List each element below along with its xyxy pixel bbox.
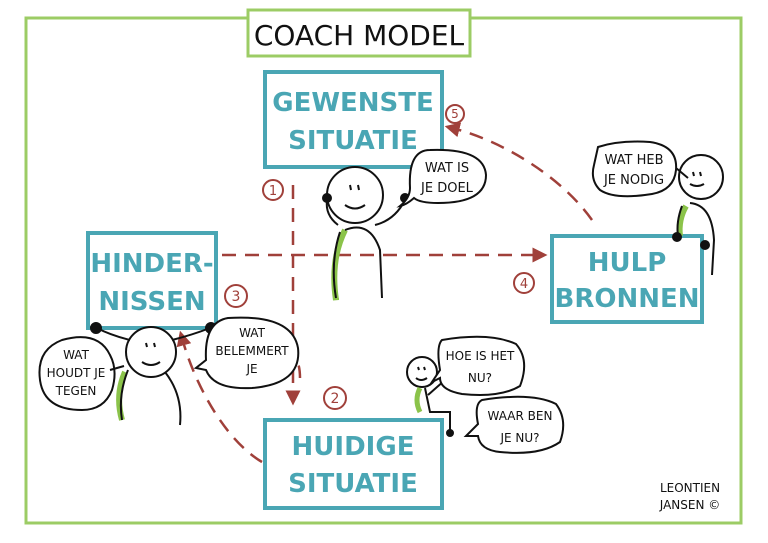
figure-center xyxy=(322,166,410,301)
step-1-marker: 1 xyxy=(262,179,284,201)
svg-text:JANSEN ©: JANSEN © xyxy=(659,498,721,512)
title-tab: COACH MODEL xyxy=(246,8,472,58)
bubble-wat-is-je-doel: WAT IS JE DOEL xyxy=(396,148,488,208)
box-huidige-situatie: HUIDIGE SITUATIE xyxy=(263,418,444,510)
svg-text:JE NU?: JE NU? xyxy=(499,431,539,445)
svg-text:HOUDT JE: HOUDT JE xyxy=(47,366,106,380)
figure-small xyxy=(406,356,454,437)
svg-text:NISSEN: NISSEN xyxy=(98,287,205,317)
step-2-marker: 2 xyxy=(323,386,347,410)
svg-text:SITUATIE: SITUATIE xyxy=(288,469,418,499)
svg-text:BELEMMERT: BELEMMERT xyxy=(215,344,289,358)
svg-text:2: 2 xyxy=(331,391,340,407)
svg-text:TEGEN: TEGEN xyxy=(55,384,97,398)
bubble-waar-ben-je-nu: WAAR BEN JE NU? xyxy=(463,395,565,454)
step-4-marker: 4 xyxy=(513,272,535,294)
svg-text:WAT: WAT xyxy=(63,348,89,362)
svg-text:WAT HEB: WAT HEB xyxy=(604,153,663,168)
svg-text:HULP: HULP xyxy=(588,248,667,278)
svg-text:1: 1 xyxy=(269,184,277,199)
step-5-marker: 5 xyxy=(445,104,465,124)
svg-text:JE DOEL: JE DOEL xyxy=(420,181,474,196)
svg-text:4: 4 xyxy=(520,277,528,292)
box-hindernissen: HINDER- NISSEN xyxy=(86,231,218,330)
svg-text:5: 5 xyxy=(451,107,459,121)
svg-text:WAT IS: WAT IS xyxy=(425,161,469,176)
box-gewenste-situatie: GEWENSTE SITUATIE xyxy=(263,70,444,169)
step-markers: 1 2 3 4 5 xyxy=(224,104,535,410)
svg-text:LEONTIEN: LEONTIEN xyxy=(660,481,720,495)
svg-text:HOE IS HET: HOE IS HET xyxy=(446,349,515,363)
svg-text:BRONNEN: BRONNEN xyxy=(555,284,700,314)
signature: LEONTIEN JANSEN © xyxy=(659,481,721,512)
svg-text:WAAR BEN: WAAR BEN xyxy=(488,409,553,423)
bubble-wat-belemmert-je: WAT BELEMMERT JE xyxy=(193,316,300,390)
diagram-title: COACH MODEL xyxy=(254,19,465,52)
svg-text:GEWENSTE: GEWENSTE xyxy=(272,88,434,118)
figure-left xyxy=(90,322,217,426)
svg-text:3: 3 xyxy=(232,289,241,305)
svg-text:WAT: WAT xyxy=(239,326,265,340)
arrow-step-3 xyxy=(176,330,263,464)
svg-text:JE: JE xyxy=(245,362,257,376)
svg-text:HUIDIGE: HUIDIGE xyxy=(292,432,415,462)
step-3-marker: 3 xyxy=(224,284,248,308)
svg-text:JE NODIG: JE NODIG xyxy=(603,173,664,188)
svg-text:NU?: NU? xyxy=(468,371,492,385)
bubble-wat-houdt-je-tegen: WAT HOUDT JE TEGEN xyxy=(38,336,125,412)
bubble-hoe-is-het-nu: HOE IS HET NU? xyxy=(429,335,526,396)
box-hulpbronnen: HULP BRONNEN xyxy=(550,234,704,324)
svg-text:HINDER-: HINDER- xyxy=(90,249,213,279)
figure-right xyxy=(672,154,724,276)
bubble-wat-heb-je-nodig: WAT HEB JE NODIG xyxy=(591,140,689,198)
svg-text:SITUATIE: SITUATIE xyxy=(288,126,418,156)
